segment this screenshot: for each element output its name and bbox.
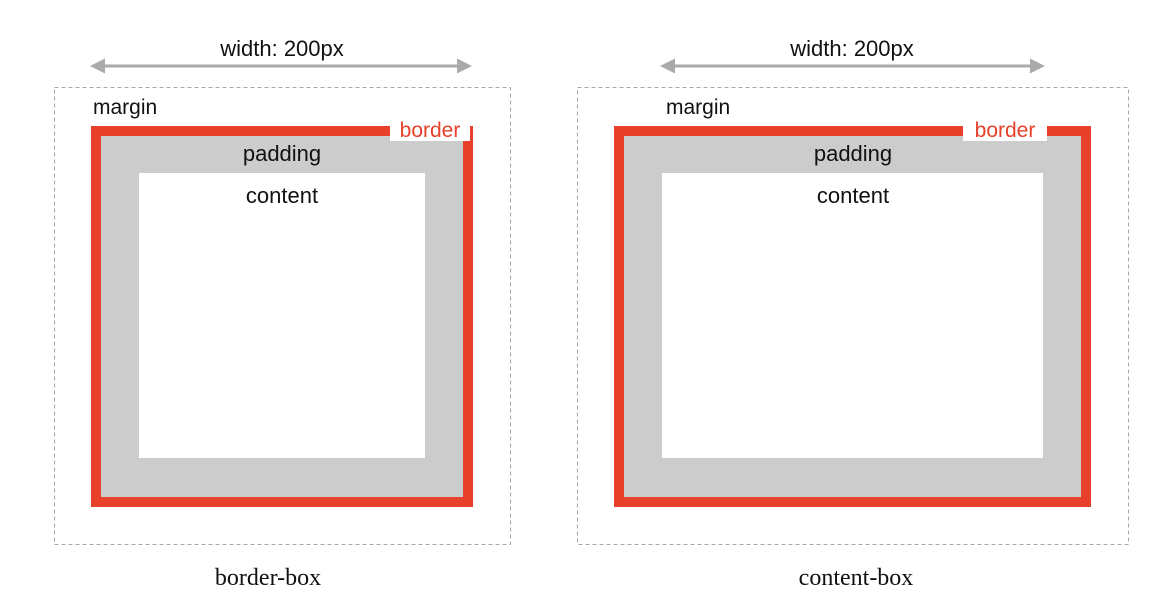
- padding-label: padding: [814, 141, 892, 166]
- content-label: content: [246, 183, 318, 208]
- content-area: [139, 173, 425, 458]
- border-label-bg: [963, 117, 1047, 141]
- panel-border-box: width: 200px margin border padding conte…: [54, 36, 511, 591]
- content-label: content: [817, 183, 889, 208]
- width-label: width: 200px: [789, 36, 914, 61]
- width-label: width: 200px: [219, 36, 344, 61]
- content-area: [662, 173, 1043, 458]
- panel-caption: content-box: [799, 565, 914, 591]
- margin-label: margin: [666, 96, 730, 119]
- border-label: border: [400, 119, 461, 142]
- margin-area: [54, 87, 511, 545]
- border-label: border: [975, 119, 1036, 142]
- border-label-bg: [390, 117, 470, 141]
- panel-caption: border-box: [215, 565, 321, 591]
- margin-label: margin: [93, 96, 157, 119]
- margin-area: [577, 87, 1129, 545]
- panel-content-box: width: 200px margin border padding conte…: [577, 36, 1129, 591]
- padding-label: padding: [243, 141, 321, 166]
